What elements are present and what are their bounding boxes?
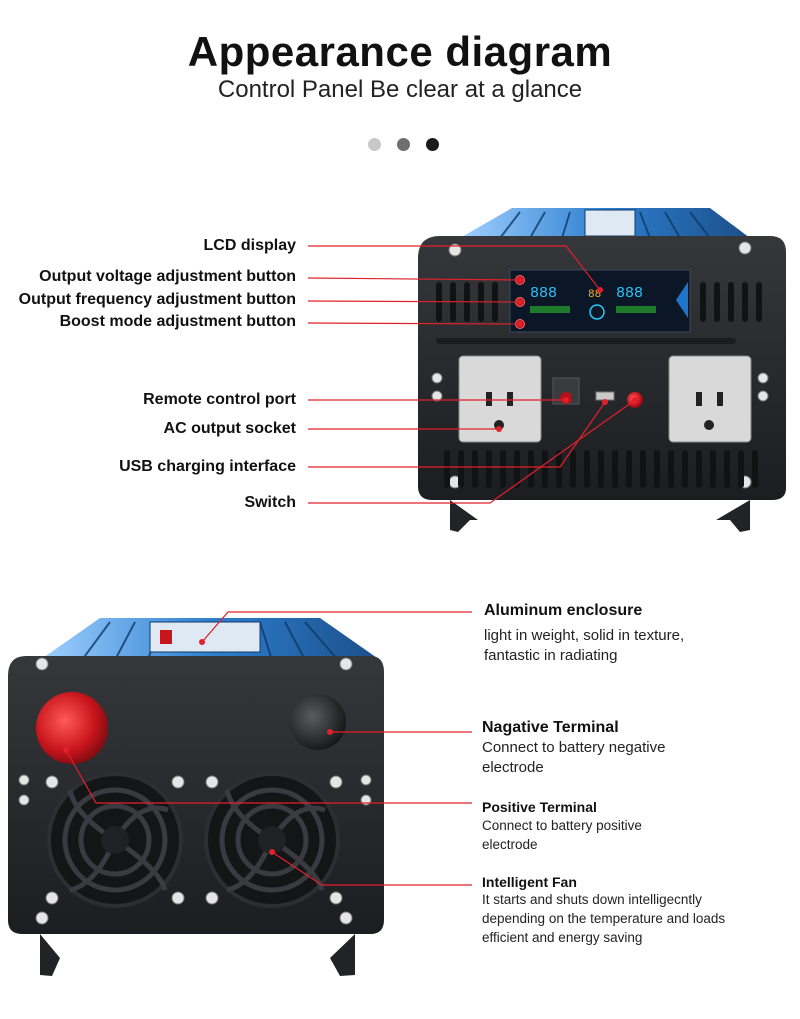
fan-left xyxy=(47,772,183,908)
label-remote-port: Remote control port xyxy=(143,391,296,408)
negative-terminal xyxy=(290,694,346,750)
carousel-dot-2[interactable] xyxy=(397,138,410,151)
label-switch: Switch xyxy=(244,494,296,511)
lcd-readout-1: 888 xyxy=(530,285,557,302)
carousel-dot-3[interactable] xyxy=(426,138,439,151)
callout-fan: Intelligent Fan It starts and shuts down… xyxy=(482,874,725,947)
callout-negative: Nagative Terminal Connect to battery neg… xyxy=(482,719,665,778)
callout-aluminum-desc-1: light in weight, solid in texture, xyxy=(484,627,685,644)
ac-socket-left xyxy=(458,355,542,443)
callout-fan-title: Intelligent Fan xyxy=(482,874,577,890)
ac-socket-right xyxy=(668,355,752,443)
callout-negative-desc-2: electrode xyxy=(482,759,544,776)
rear-unit xyxy=(8,618,384,976)
carousel-dots xyxy=(368,138,448,152)
page-subtitle: Control Panel Be clear at a glance xyxy=(217,76,583,103)
callout-positive-title: Positive Terminal xyxy=(482,799,597,815)
callout-negative-desc-1: Connect to battery negative xyxy=(482,739,666,756)
label-ac-socket: AC output socket xyxy=(163,420,296,437)
label-lcd-display: LCD display xyxy=(203,237,296,254)
fan-right xyxy=(204,772,340,908)
callout-fan-desc-2: depending on the temperature and loads xyxy=(482,911,726,926)
callout-positive-desc-1: Connect to battery positive xyxy=(482,818,642,833)
rear-leader-lines xyxy=(65,611,472,886)
label-voltage-button: Output voltage adjustment button xyxy=(39,268,296,285)
callout-aluminum-desc-2: fantastic in radiating xyxy=(484,647,618,664)
label-boost-button: Boost mode adjustment button xyxy=(59,313,296,330)
positive-terminal xyxy=(36,692,108,764)
callout-aluminum: Aluminum enclosure light in weight, soli… xyxy=(484,602,684,666)
page-title: Appearance diagram xyxy=(187,28,613,75)
callout-negative-title: Nagative Terminal xyxy=(482,719,619,736)
label-usb-interface: USB charging interface xyxy=(119,458,296,475)
lcd-panel xyxy=(509,269,691,333)
lcd-readout-3: 888 xyxy=(616,285,643,302)
front-unit: 888 88 888 xyxy=(418,208,786,532)
callout-fan-desc-3: efficient and energy saving xyxy=(482,930,643,945)
callout-positive-desc-2: electrode xyxy=(482,837,538,852)
callout-aluminum-title: Aluminum enclosure xyxy=(484,602,643,619)
callout-positive: Positive Terminal Connect to battery pos… xyxy=(482,799,642,854)
carousel-dot-1[interactable] xyxy=(368,138,381,151)
label-frequency-button: Output frequency adjustment button xyxy=(18,291,296,308)
front-leader-lines xyxy=(307,245,636,504)
callout-fan-desc-1: It starts and shuts down intelligecntly xyxy=(482,892,702,907)
